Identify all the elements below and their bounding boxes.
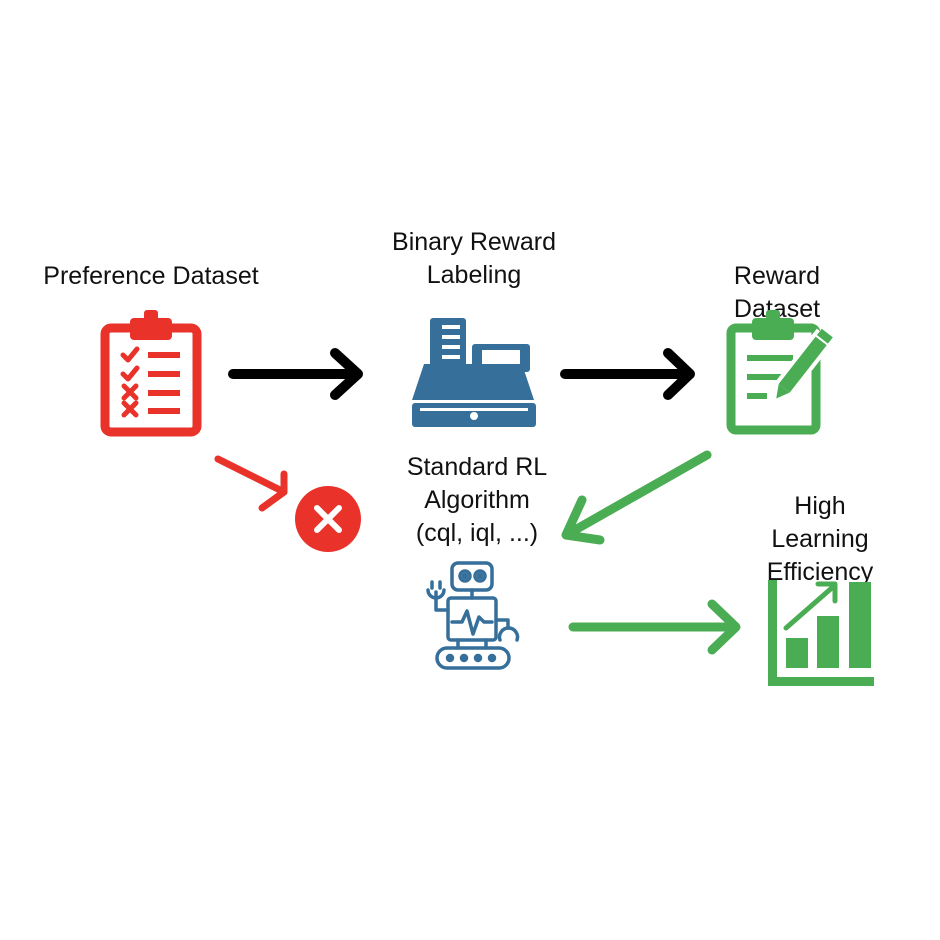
checklist-clipboard-icon [100, 310, 202, 437]
cash-register-icon [412, 318, 536, 427]
arrow-preference-to-rejected [214, 455, 288, 512]
binary-reward-labeling-label: Binary Reward Labeling [392, 228, 556, 289]
standard-rl-algorithm-label: Standard RL Algorithm (cql, iql, ...) [406, 453, 548, 547]
clipboard-pencil-icon [726, 310, 835, 435]
robot-icon [426, 561, 520, 670]
preference-dataset-label: Preference Dataset [43, 262, 259, 290]
growth-bar-chart-icon [768, 580, 874, 686]
high-learning-efficiency-label: High Learning Efficiency [766, 492, 874, 586]
arrow-preference-to-labeling [228, 348, 363, 400]
arrow-labeling-to-reward-dataset [560, 348, 695, 400]
red-x-circle-icon [295, 486, 361, 552]
reward-dataset-label: Reward Dataset [733, 262, 821, 323]
arrow-rl-to-efficiency [568, 599, 741, 655]
arrow-reward-dataset-to-rl [561, 450, 712, 545]
